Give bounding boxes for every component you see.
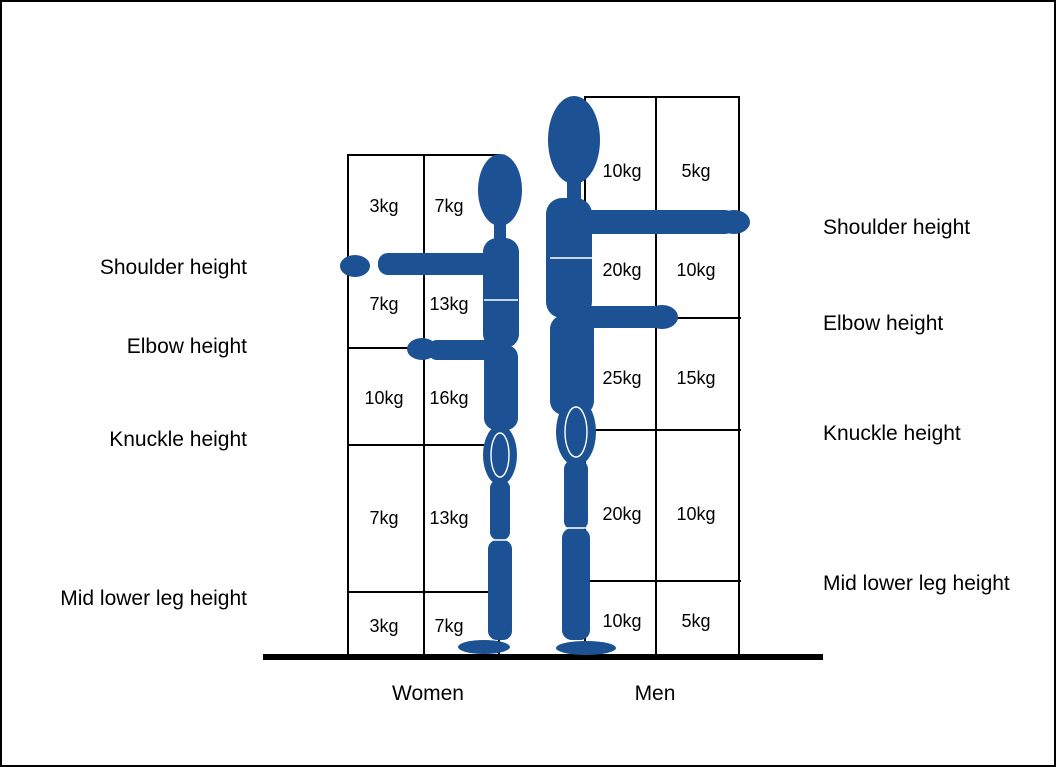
men-midleg-left-value: 10kg — [602, 611, 641, 631]
men-shoulder-upper-left-value: 10kg — [602, 161, 641, 181]
women-knuckle-right-value: 13kg — [429, 508, 468, 528]
men-elbow-left-value: 25kg — [602, 368, 641, 388]
women-group-label: Women — [392, 682, 464, 705]
men-shoulder-height-label: Shoulder height — [823, 216, 970, 239]
women-shoulder-lower-left-value: 7kg — [369, 294, 398, 314]
women-shoulder-upper-left-value: 3kg — [369, 196, 398, 216]
men-shoulder-upper-right-value: 5kg — [681, 161, 710, 181]
women-elbow-height-label: Elbow height — [127, 335, 247, 358]
women-midleg-right-value: 7kg — [434, 616, 463, 636]
women-shoulder-lower-right-value: 13kg — [429, 294, 468, 314]
women-elbow-right-value: 16kg — [429, 388, 468, 408]
women-midleg-left-value: 3kg — [369, 616, 398, 636]
women-shoulder-upper-right-value: 7kg — [434, 196, 463, 216]
women-elbow-left-value: 10kg — [364, 388, 403, 408]
women-knuckle-left-value: 7kg — [369, 508, 398, 528]
women-mid-lower-leg-height-label: Mid lower leg height — [60, 587, 247, 610]
men-elbow-height-label: Elbow height — [823, 312, 943, 335]
men-shoulder-lower-left-value: 20kg — [602, 260, 641, 280]
floor-line — [263, 654, 823, 660]
man-figure-icon — [546, 96, 750, 655]
men-knuckle-left-value: 20kg — [602, 504, 641, 524]
men-mid-lower-leg-height-label: Mid lower leg height — [823, 572, 1010, 595]
women-knuckle-height-label: Knuckle height — [109, 428, 247, 451]
men-midleg-right-value: 5kg — [681, 611, 710, 631]
men-elbow-right-value: 15kg — [676, 368, 715, 388]
men-knuckle-right-value: 10kg — [676, 504, 715, 524]
men-group-label: Men — [635, 682, 676, 705]
men-knuckle-height-label: Knuckle height — [823, 422, 961, 445]
men-shoulder-lower-right-value: 10kg — [676, 260, 715, 280]
women-shoulder-height-label: Shoulder height — [100, 256, 247, 279]
